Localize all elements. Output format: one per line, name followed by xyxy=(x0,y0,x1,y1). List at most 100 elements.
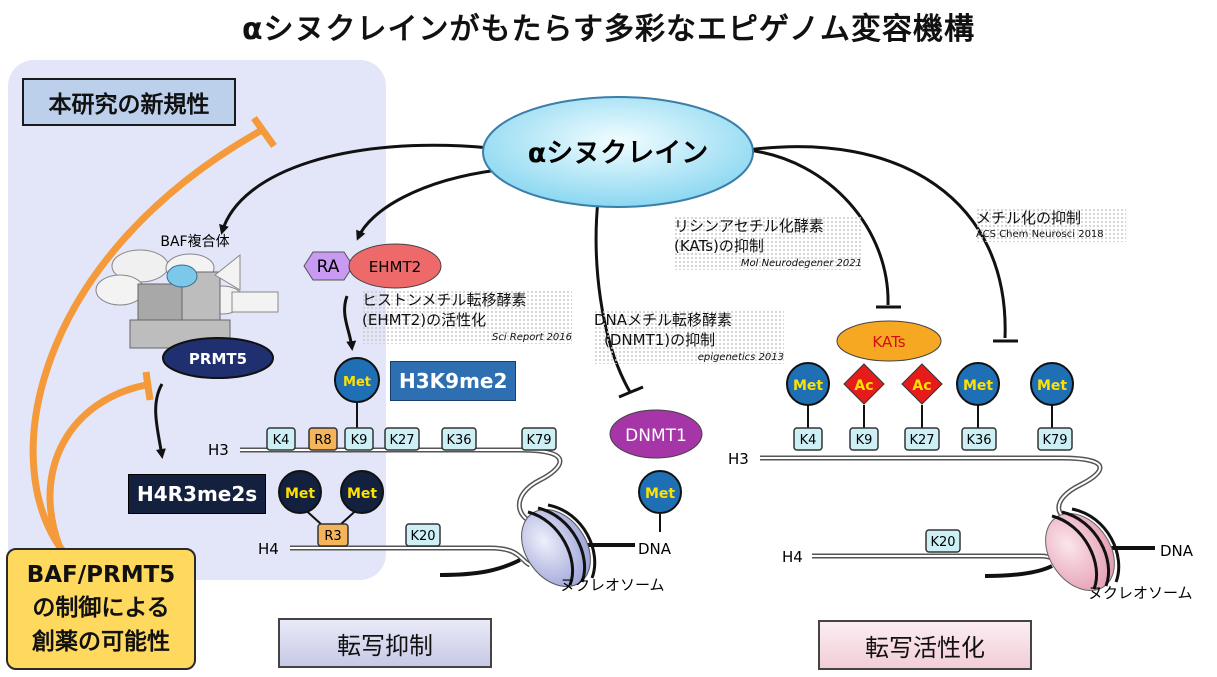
orange-inhibition-arc-top xyxy=(29,126,264,558)
svg-text:Ac: Ac xyxy=(854,378,873,394)
left-h4-r3-text: R3 xyxy=(324,529,341,544)
orange-inhibition-bar-top xyxy=(251,115,277,149)
met-text-h4r3-a: Met xyxy=(285,486,315,502)
baf-prmt5-line3: 創薬の可能性 xyxy=(32,628,170,655)
baf-subunit-highlight xyxy=(166,264,198,288)
right-h3-k9-box xyxy=(849,427,879,451)
left-h3-k36-box xyxy=(441,427,477,451)
inhibition-bar-dnmt1 xyxy=(618,385,644,399)
left-h3-k27-box xyxy=(384,427,420,451)
note-kat: リシンアセチル化酵素 (KATs)の抑制 Mol Neurodegener 20… xyxy=(674,216,862,270)
note-kat-cite: Mol Neurodegener 2021 xyxy=(740,257,862,269)
inhibition-to-methylation xyxy=(747,145,1007,339)
left-h3-k79-text: K79 xyxy=(526,433,551,448)
dna-label-right: DNA xyxy=(1160,542,1194,560)
left-h4-r3-box xyxy=(317,523,349,547)
right-h3-markers: Met Ac Ac Met Met xyxy=(786,362,1074,428)
alpha-synuclein-label: αシヌクレイン xyxy=(528,138,709,169)
note-dnmt-line2: (DNMT1)の抑制 xyxy=(604,331,716,350)
right-h4-k20-box xyxy=(925,529,961,553)
ehmt2-ellipse xyxy=(348,243,442,289)
right-h3-k79-text: K79 xyxy=(1042,433,1067,448)
met-text-dna: Met xyxy=(645,486,675,502)
activation-label: 転写活性化 xyxy=(818,620,1032,670)
dna-label-left: DNA xyxy=(638,540,672,558)
right-h3-k27-box xyxy=(904,427,940,451)
nucleosome-label-left: ヌクレオソーム xyxy=(560,576,665,594)
dnmt1-ellipse xyxy=(609,409,703,459)
kats-label: KATs xyxy=(872,333,905,351)
prmt5-label: PRMT5 xyxy=(189,350,247,368)
baf-prmt5-line2: の制御による xyxy=(32,595,170,622)
right-h3-k79-box xyxy=(1037,427,1073,451)
ra-label: RA xyxy=(317,257,340,277)
met-marker-h4r3-a xyxy=(278,470,322,514)
repression-label: 転写抑制 xyxy=(278,618,492,668)
left-h3-k9-box xyxy=(344,427,374,451)
left-h3-k9-text: K9 xyxy=(351,433,368,448)
left-h3-k27-text: K27 xyxy=(389,433,414,448)
met-text-h4r3-b: Met xyxy=(347,486,377,502)
note-dnmt-line1: DNAメチル転移酵素 xyxy=(594,311,733,329)
left-h4-k20-box xyxy=(405,523,441,547)
h3-label-right: H3 xyxy=(728,450,749,468)
svg-text:Met: Met xyxy=(963,378,993,394)
note-meth-line1: メチル化の抑制 xyxy=(976,209,1082,227)
kats-ellipse xyxy=(836,320,942,362)
note-ehmt2-line1: ヒストンメチル転移酵素 xyxy=(362,291,527,309)
h4r3me2s-label: H4R3me2s xyxy=(128,474,267,514)
svg-text:Met: Met xyxy=(1037,378,1067,394)
orange-inhibition-arc-bottom xyxy=(46,381,147,550)
alpha-synuclein-ellipse xyxy=(482,96,754,208)
nucleosome-left xyxy=(439,503,635,587)
right-h3-k4-text: K4 xyxy=(800,433,817,448)
arrow-to-baf xyxy=(219,143,491,235)
svg-text:Ac: Ac xyxy=(912,378,931,394)
left-h3-r8-text: R8 xyxy=(314,433,331,448)
left-h3-k4-box xyxy=(266,427,296,451)
right-h3-k9-text: K9 xyxy=(856,433,873,448)
svg-text:Met: Met xyxy=(793,378,823,394)
prmt5-ellipse xyxy=(162,337,274,379)
nucleosome-right xyxy=(984,507,1155,591)
met-marker-h3k9 xyxy=(334,357,380,403)
note-ehmt2: ヒストンメチル転移酵素 (EHMT2)の活性化 Sci Report 2016 xyxy=(362,290,572,344)
arrow-prmt5-to-h4r3 xyxy=(154,383,166,459)
baf-label: BAF複合体 xyxy=(160,233,229,250)
nucleosome-label-right: ヌクレオソーム xyxy=(1088,584,1193,602)
met-text-h3k9: Met xyxy=(343,375,371,390)
note-ehmt2-line2: (EHMT2)の活性化 xyxy=(362,311,487,330)
arrow-ehmt2-to-met xyxy=(343,295,357,351)
left-h3-r8-box xyxy=(308,427,338,451)
h3k9me2-label: H3K9me2 xyxy=(390,361,517,401)
dnmt1-label: DNMT1 xyxy=(625,426,687,446)
left-h3-k36-text: K36 xyxy=(446,433,471,448)
met-marker-h4r3-b xyxy=(340,470,384,514)
h3-label-left: H3 xyxy=(208,441,229,459)
note-meth-cite: ACS Chem Neurosci 2018 xyxy=(976,229,1104,241)
h4-label-right: H4 xyxy=(782,548,803,566)
novelty-label: 本研究の新規性 xyxy=(22,78,236,126)
note-kat-line2: (KATs)の抑制 xyxy=(674,237,764,256)
inhibition-to-dnmt1 xyxy=(594,199,632,393)
left-h3-k79-box xyxy=(521,427,557,451)
orange-inhibition-bar-bottom xyxy=(142,371,154,401)
right-h3-k4-box xyxy=(793,427,823,451)
right-h3-k36-box xyxy=(961,427,997,451)
left-h4-k20-text: K20 xyxy=(410,529,435,544)
h4-label-left: H4 xyxy=(258,540,279,558)
baf-complex: BAF複合体 PRMT5 xyxy=(95,233,279,379)
baf-prmt5-box: BAF/PRMT5 の制御による 創薬の可能性 xyxy=(6,548,196,670)
note-dnmt-cite: epigenetics 2013 xyxy=(697,351,784,363)
note-ehmt2-cite: Sci Report 2016 xyxy=(491,331,572,343)
ehmt2-label: EHMT2 xyxy=(369,258,421,276)
note-meth: メチル化の抑制 ACS Chem Neurosci 2018 xyxy=(976,208,1126,242)
page-title: αシヌクレインがもたらす多彩なエピゲノム変容機構 xyxy=(241,12,976,47)
met-marker-dna xyxy=(638,470,682,514)
note-kat-line1: リシンアセチル化酵素 xyxy=(674,217,824,235)
inhibition-to-kats xyxy=(747,148,890,306)
left-h3-k4-text: K4 xyxy=(273,433,290,448)
note-dnmt: DNAメチル転移酵素 (DNMT1)の抑制 epigenetics 2013 xyxy=(594,310,784,364)
